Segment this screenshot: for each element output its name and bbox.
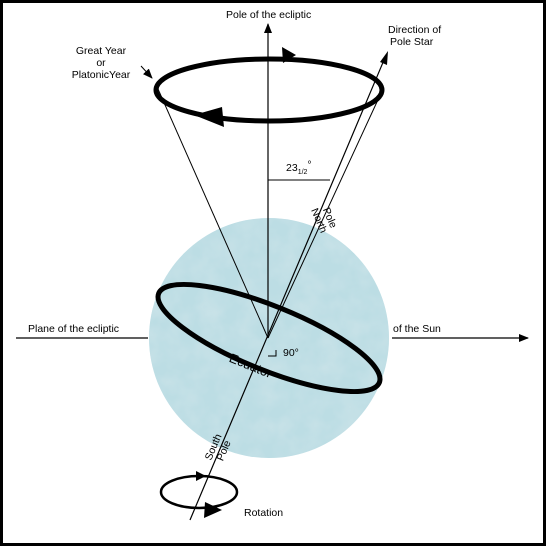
pole-star-arrowhead [380,51,388,65]
rotation-arrow [204,502,222,518]
direction-label-line1: Direction of [388,24,441,36]
right-angle-marker [268,350,277,357]
great-year-label-line1: Great Year [76,45,127,57]
precession-circle [153,56,385,124]
precession-arrow-bottom [194,107,224,127]
great-year-label-line3: PlatonicYear [72,69,131,81]
direction-label-line2: Pole Star [390,36,434,48]
precession-arrow-top [282,47,296,63]
of-the-sun-label: of the Sun [393,323,441,335]
earth-axis [189,59,385,521]
earth-globe-texture [149,218,389,458]
precession-cone-right [267,90,383,339]
precession-diagram: Pole of the ecliptic Great Year or Plato… [16,9,529,521]
rotation-circle [159,474,239,510]
right-angle-label: 90° [283,347,299,359]
equator-ellipse [155,281,383,395]
pole-of-ecliptic-label: Pole of the ecliptic [226,9,311,21]
great-year-label-line2: or [96,57,106,69]
great-year-pointer [140,65,153,79]
rotation-arrow-top [196,471,206,481]
tilt-angle-label: 231/2° [286,159,312,176]
rotation-label: Rotation [244,507,283,519]
plane-of-ecliptic-label: Plane of the ecliptic [28,323,119,335]
